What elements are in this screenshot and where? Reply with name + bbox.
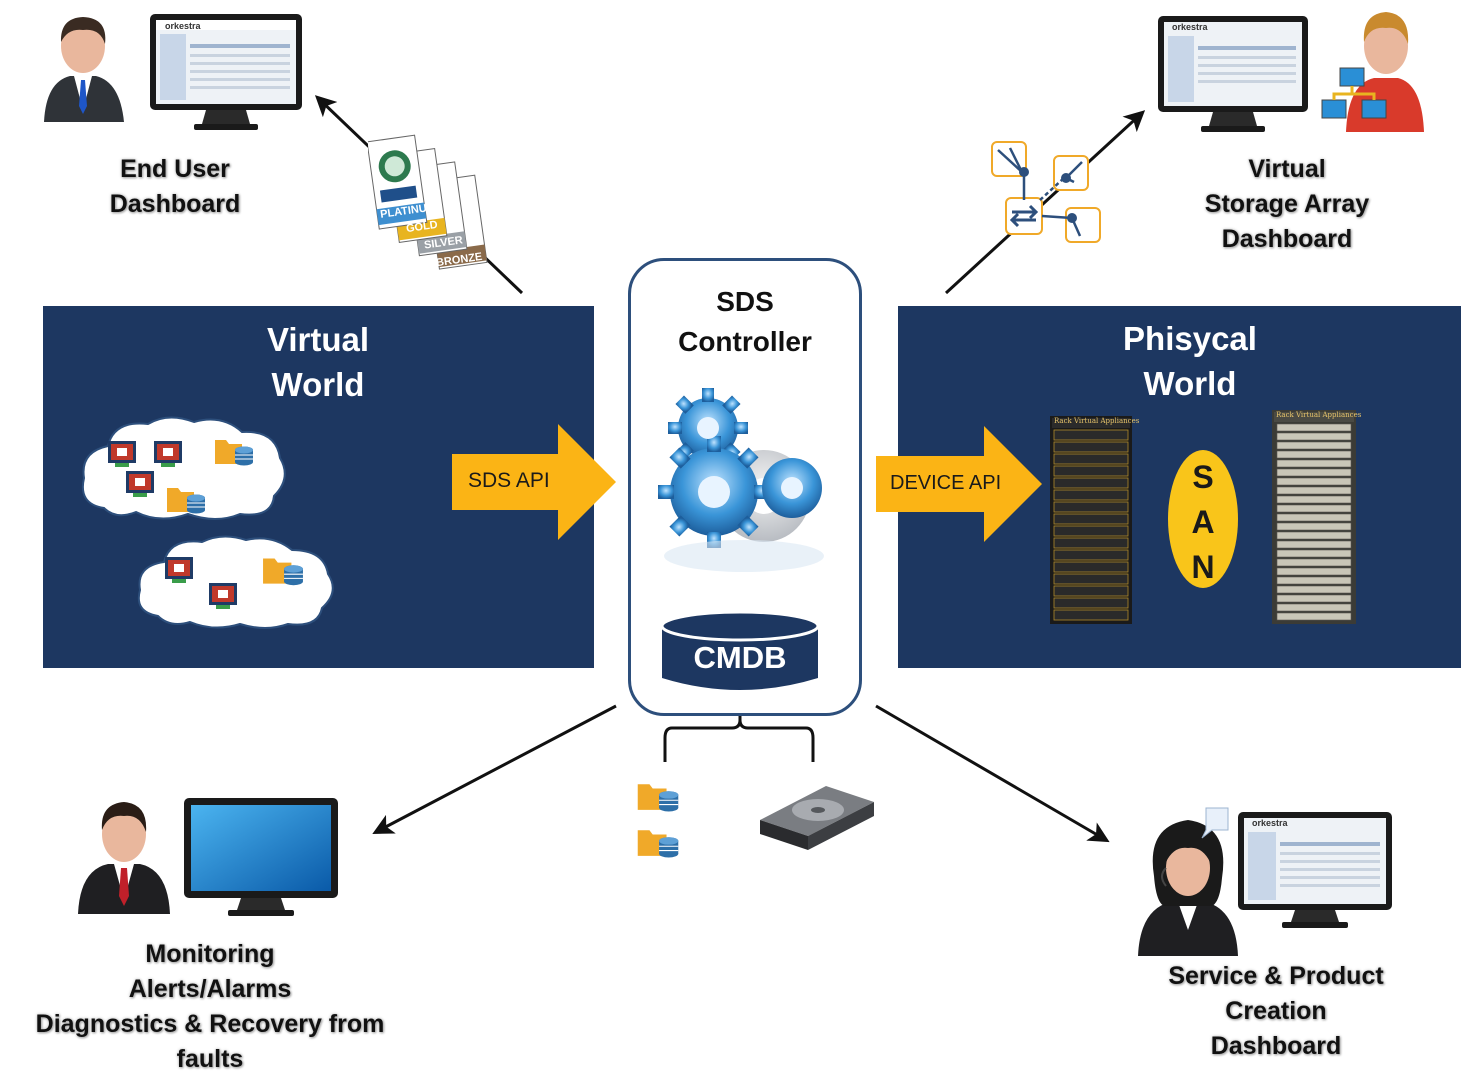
arrow-to-service-creation	[875, 704, 1110, 843]
arrow-to-storage-dashboard	[944, 110, 1146, 295]
monitoring-caption: Monitoring Alerts/Alarms Diagnostics & R…	[28, 937, 392, 1077]
server-rack-icon	[1050, 416, 1132, 624]
physical-world-title: Phisycal World	[1090, 316, 1290, 406]
vm-icon	[108, 441, 136, 467]
sds-controller-title-line2: Controller	[678, 326, 812, 357]
sds-api-arrow	[452, 424, 616, 540]
caption-line: Creation	[1225, 997, 1327, 1025]
folder-database-icon	[263, 558, 303, 586]
san-ellipse	[1168, 450, 1238, 588]
rack-title: Rack Virtual Appliances	[1054, 417, 1140, 425]
server-rack-icon	[1272, 410, 1356, 624]
device-api-arrow	[876, 426, 1042, 542]
folder-database-icon	[637, 830, 679, 858]
vm-icon	[165, 557, 193, 583]
san-label: S A N	[1168, 455, 1238, 590]
san-letter: N	[1191, 549, 1215, 585]
monitor-icon	[184, 798, 338, 916]
caption-line: Dashboard	[1210, 1032, 1342, 1060]
network-nodes-icon	[991, 141, 1101, 243]
san-letter: A	[1191, 504, 1215, 540]
gears-icon	[658, 388, 824, 572]
sds-controller-title-line1: SDS	[716, 286, 774, 317]
service-creation-caption: Service & Product Creation Dashboard	[1140, 959, 1412, 1064]
caption-line: Virtual	[1248, 155, 1326, 183]
person-icon	[1138, 820, 1238, 956]
folder-database-icon	[637, 784, 679, 812]
caption-line: Dashboard	[109, 190, 241, 218]
caption-line: faults	[176, 1045, 244, 1073]
vm-icon	[154, 441, 182, 467]
monitor-icon	[150, 14, 302, 130]
rack-title: Rack Virtual Appliances	[1276, 411, 1362, 419]
monitor-brand: orkestra	[1252, 818, 1288, 828]
physical-world-title-line2: World	[1143, 365, 1237, 402]
caption-line: Monitoring	[145, 940, 275, 968]
monitor-brand: orkestra	[1172, 22, 1208, 32]
folder-database-icon	[167, 488, 205, 514]
vm-icon	[126, 471, 154, 497]
sla-cards-icon	[368, 134, 488, 270]
physical-world-title-line1: Phisycal	[1123, 320, 1257, 357]
person-network-icon	[1321, 12, 1424, 132]
sds-controller-title: SDS Controller	[628, 282, 862, 362]
virtual-world-title-line1: Virtual	[266, 321, 370, 358]
end-user-dashboard-caption: End User Dashboard	[80, 152, 270, 222]
caption-line: Alerts/Alarms	[128, 975, 292, 1003]
speech-bubble-icon	[1201, 807, 1229, 839]
person-icon	[78, 802, 170, 914]
monitor-icon	[1238, 812, 1392, 928]
folder-database-icon	[215, 440, 253, 466]
caption-line: End User	[120, 155, 230, 183]
virtual-storage-dashboard-caption: Virtual Storage Array Dashboard	[1180, 152, 1394, 257]
san-letter: S	[1192, 459, 1214, 495]
caption-line: Service & Product	[1168, 962, 1384, 990]
monitor-brand: orkestra	[165, 21, 201, 31]
caption-line: Storage Array	[1204, 190, 1370, 218]
arrow-to-monitoring	[372, 704, 617, 834]
sds-api-label: SDS API	[468, 469, 550, 492]
person-icon	[44, 17, 124, 122]
cmdb-label: CMDB	[693, 640, 787, 675]
monitor-icon	[1158, 16, 1308, 132]
device-api-label: DEVICE API	[890, 472, 1002, 494]
vm-icon	[209, 583, 237, 609]
caption-line: Dashboard	[1221, 225, 1353, 253]
caption-line: Diagnostics & Recovery from	[35, 1010, 385, 1038]
virtual-world-title-line2: World	[271, 366, 365, 403]
cmdb-bracket	[663, 693, 815, 762]
hard-drive-icon	[760, 786, 874, 850]
database-icon	[660, 610, 820, 690]
virtual-world-title: Virtual World	[218, 317, 418, 407]
